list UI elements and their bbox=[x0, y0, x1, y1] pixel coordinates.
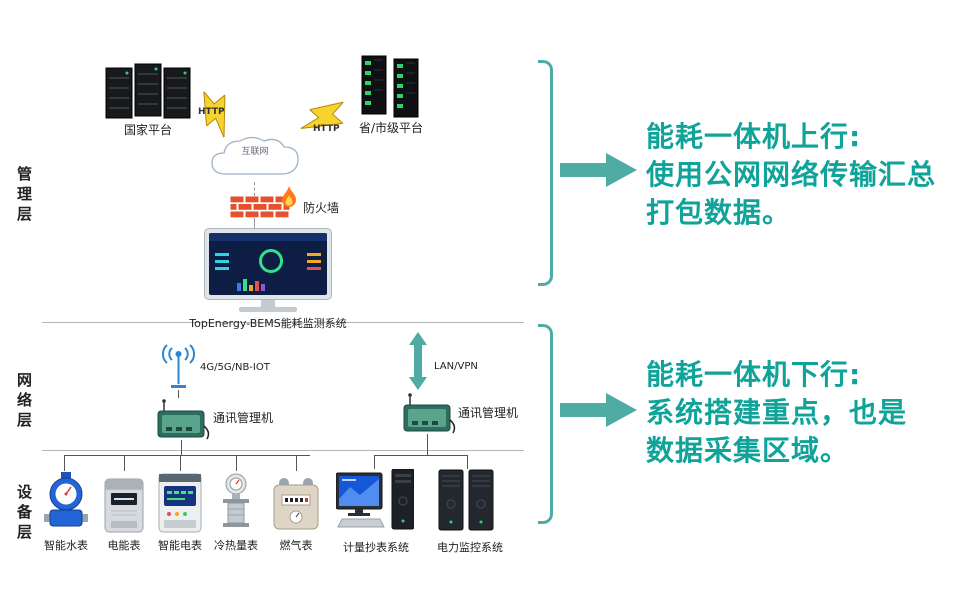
uplink-bracket bbox=[538, 60, 553, 286]
right-manager-bus-connector bbox=[427, 434, 428, 455]
http-left-label: HTTP bbox=[198, 107, 225, 117]
downlink-line2: 数据采集区域。 bbox=[646, 434, 850, 467]
uplink-title: 能耗一体机上行: bbox=[646, 120, 862, 153]
uplink-line2: 打包数据。 bbox=[646, 196, 792, 229]
downlink-bracket bbox=[538, 324, 553, 524]
uplink-note: 能耗一体机上行: 使用公网网络传输汇总 打包数据。 bbox=[646, 118, 936, 232]
cloud-firewall-connector bbox=[254, 182, 255, 196]
flame-icon bbox=[282, 186, 296, 207]
provincial-platform-label: 省/市级平台 bbox=[358, 121, 424, 135]
device-label-power-monitor: 电力监控系统 bbox=[437, 541, 503, 554]
divider-network-device bbox=[42, 450, 524, 451]
downlink-note: 能耗一体机下行: 系统搭建重点，也是 数据采集区域。 bbox=[646, 356, 907, 470]
lightning-left-icon bbox=[203, 90, 226, 138]
comm-manager-left-icon bbox=[157, 399, 210, 440]
downlink-title: 能耗一体机下行: bbox=[646, 358, 862, 391]
http-right-label: HTTP bbox=[313, 124, 340, 134]
energy-meter-icon bbox=[104, 478, 144, 533]
comm-manager-right-label: 通讯管理机 bbox=[458, 406, 519, 420]
monitor-dashboard-icon bbox=[209, 233, 327, 295]
drop-heat-meter bbox=[236, 455, 237, 471]
wireless-label: 4G/5G/NB-IOT bbox=[200, 362, 270, 373]
drop-water-meter bbox=[64, 455, 65, 471]
smart-meter-icon bbox=[158, 473, 202, 533]
device-label-heat-meter: 冷热量表 bbox=[214, 539, 258, 552]
left-device-bus bbox=[64, 455, 310, 456]
device-label-metering-system: 计量抄表系统 bbox=[343, 541, 409, 554]
left-manager-bus-connector bbox=[181, 440, 182, 455]
right-device-bus bbox=[374, 455, 468, 456]
uplink-block-arrow-icon bbox=[560, 153, 637, 187]
bems-label: TopEnergy-BEMS能耗监测系统 bbox=[189, 317, 347, 330]
internet-label: 互联网 bbox=[241, 147, 269, 157]
national-platform-label: 国家平台 bbox=[123, 123, 172, 137]
downlink-block-arrow-icon bbox=[560, 393, 637, 427]
bems-monitor bbox=[204, 228, 332, 312]
comm-manager-right-icon bbox=[403, 393, 456, 434]
metering-computer-icon bbox=[336, 469, 414, 530]
gas-meter-icon bbox=[273, 478, 319, 530]
layer-label-device: 设备层 bbox=[15, 484, 33, 544]
device-label-gas-meter: 燃气表 bbox=[279, 539, 313, 552]
uplink-line1: 使用公网网络传输汇总 bbox=[646, 158, 937, 191]
device-label-water-meter: 智能水表 bbox=[44, 539, 88, 552]
layer-label-network: 网络层 bbox=[15, 372, 33, 432]
drop-power-monitor bbox=[467, 455, 468, 469]
layer-label-management: 管理层 bbox=[15, 166, 33, 226]
comm-manager-left-label: 通讯管理机 bbox=[213, 411, 274, 425]
lightning-right-icon bbox=[300, 101, 345, 129]
water-meter-icon bbox=[44, 472, 88, 527]
lan-double-arrow-icon bbox=[409, 332, 427, 390]
monitor-frame-icon bbox=[204, 228, 332, 300]
lan-label: LAN/VPN bbox=[434, 361, 478, 372]
device-label-energy-meter: 电能表 bbox=[107, 539, 141, 552]
firewall-icon bbox=[230, 196, 290, 218]
provincial-platform-servers-icon bbox=[361, 55, 419, 118]
device-label-smart-meter: 智能电表 bbox=[158, 539, 202, 552]
drop-energy-meter bbox=[124, 455, 125, 471]
downlink-line1: 系统搭建重点，也是 bbox=[646, 396, 908, 429]
antenna-manager-connector bbox=[178, 390, 179, 398]
firewall-monitor-connector bbox=[254, 218, 255, 228]
monitor-base bbox=[239, 307, 297, 312]
internet-cloud: 互联网 bbox=[206, 132, 304, 184]
heat-meter-icon bbox=[223, 473, 249, 527]
antenna-icon bbox=[161, 344, 196, 388]
drop-smart-meter bbox=[180, 455, 181, 471]
drop-metering-system bbox=[374, 455, 375, 469]
drop-gas-meter bbox=[296, 455, 297, 471]
divider-management-network bbox=[42, 322, 524, 323]
cloud-icon bbox=[211, 136, 299, 175]
national-platform-servers-icon bbox=[105, 63, 191, 119]
monitor-stand bbox=[261, 300, 275, 307]
power-monitor-icon bbox=[438, 469, 494, 531]
firewall-label: 防火墙 bbox=[303, 201, 340, 215]
